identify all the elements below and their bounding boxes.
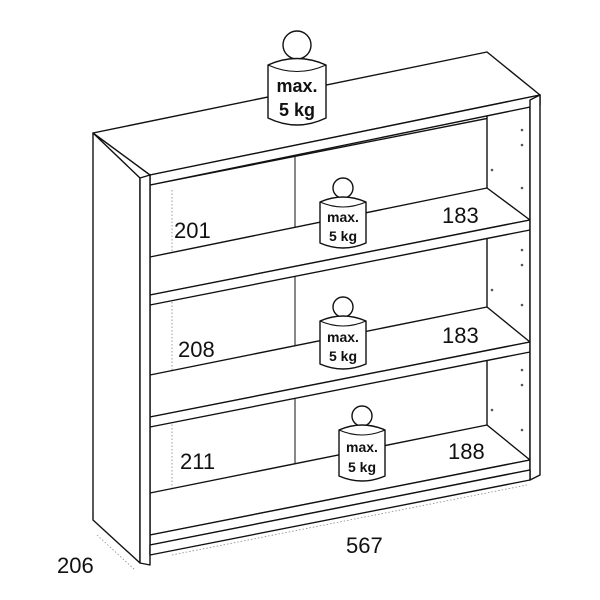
bottom-plinth	[149, 469, 531, 556]
right-side-front	[529, 94, 541, 481]
weight-shelf-3: max. 5 kg	[338, 405, 386, 482]
weight-label-max: max.	[327, 329, 359, 345]
dim-shelf1-depth: 183	[442, 203, 479, 228]
dim-shelf2-height: 208	[178, 337, 215, 362]
weight-label-max: max.	[346, 439, 378, 455]
weight-label-kg: 5 kg	[329, 348, 357, 364]
dim-shelf2-depth: 183	[442, 323, 479, 348]
weight-shelf-1: max. 5 kg	[319, 177, 367, 249]
hidden-line	[96, 534, 136, 571]
dim-width: 567	[346, 533, 383, 558]
right-side-inner	[486, 59, 531, 479]
left-side-panel	[92, 132, 141, 564]
weight-shelf-2: max. 5 kg	[319, 296, 367, 370]
dim-shelf3-depth: 188	[448, 439, 485, 464]
dim-shelf1-height: 201	[174, 218, 211, 243]
weight-label-kg: 5 kg	[348, 459, 376, 475]
left-side-front	[139, 174, 151, 566]
dim-shelf3-height: 211	[180, 449, 215, 474]
dim-depth: 206	[57, 553, 94, 578]
weight-label-kg: 5 kg	[279, 100, 315, 120]
weight-top: max. 5 kg	[267, 30, 327, 126]
shelf-pin-holes	[490, 128, 524, 432]
weight-label-kg: 5 kg	[329, 228, 357, 244]
weight-label-max: max.	[276, 76, 317, 96]
weight-label-max: max.	[327, 209, 359, 225]
hidden-line	[171, 484, 528, 556]
